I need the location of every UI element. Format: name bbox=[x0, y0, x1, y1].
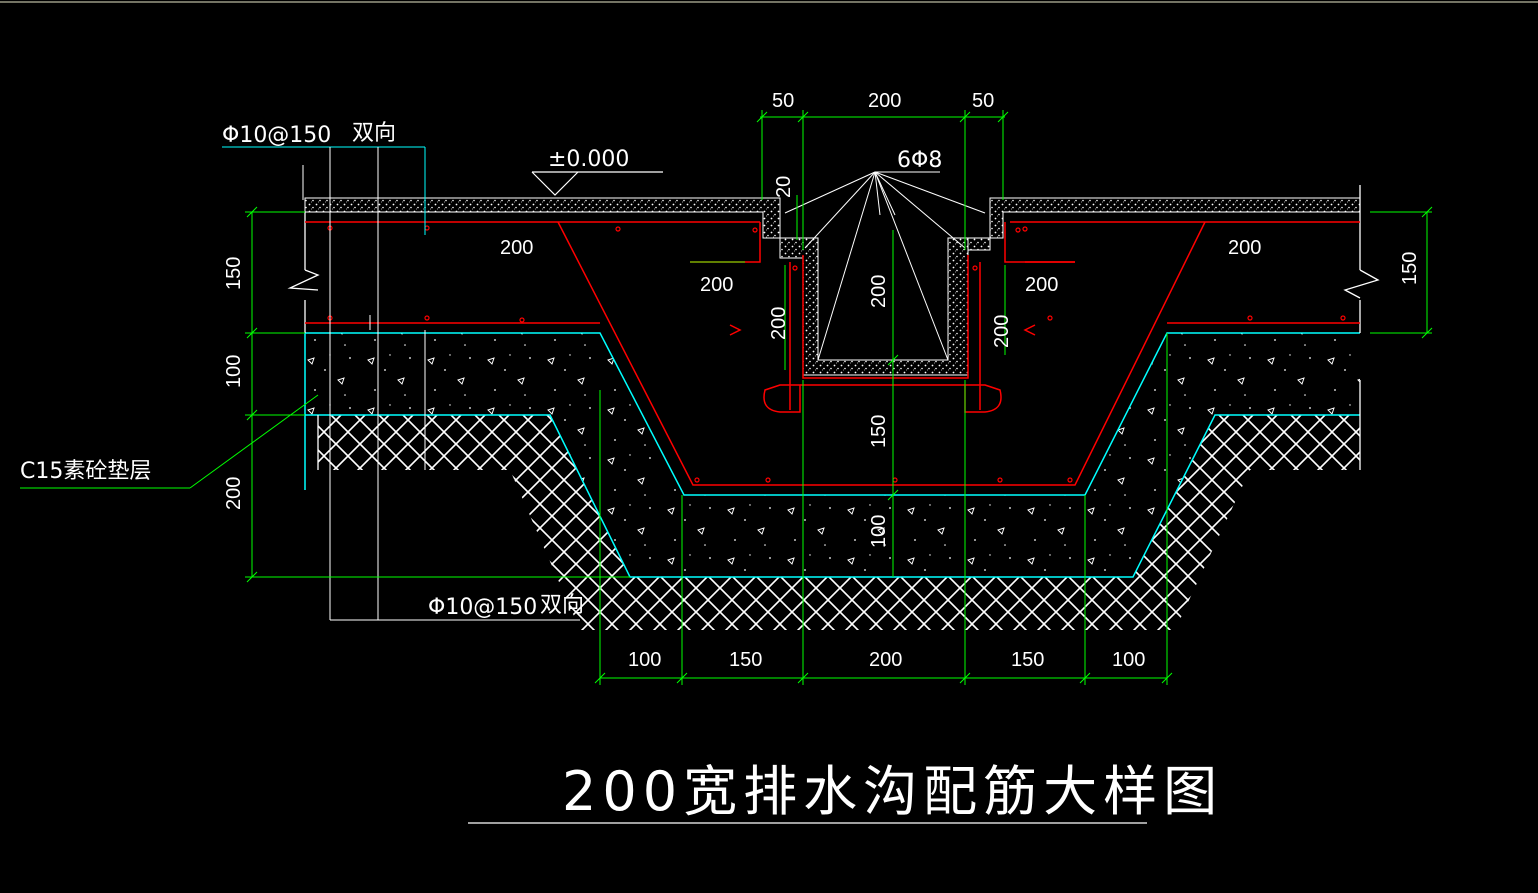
rebar-leader-bottom bbox=[330, 330, 580, 621]
dim-bottom-200: 200 bbox=[869, 649, 902, 671]
concrete-cushion bbox=[305, 333, 1360, 577]
dim-inner-200: 200 bbox=[868, 275, 890, 308]
dim-ledge-200-left: 200 bbox=[700, 274, 733, 296]
cushion-layer-label: C15素砼垫层 bbox=[20, 459, 151, 484]
dim-right-150: 150 bbox=[1399, 252, 1421, 285]
dim-bottom-150-right: 150 bbox=[1011, 649, 1044, 671]
cushion-leader bbox=[20, 394, 319, 489]
dim-ledge-200-right: 200 bbox=[1025, 274, 1058, 296]
slab-finish-layer bbox=[304, 197, 1361, 251]
dim-center-100: 100 bbox=[868, 515, 890, 548]
soil-hatch bbox=[318, 415, 1360, 630]
rebar-direction-bottom: 双向 bbox=[540, 593, 584, 618]
dim-top-200: 200 bbox=[868, 90, 901, 112]
channel-rebar-label: 6Φ8 bbox=[897, 148, 942, 173]
elevation-label: ±0.000 bbox=[548, 147, 629, 172]
rebar-label-top-left: Φ10@150 bbox=[222, 123, 331, 148]
drawing-title: 200宽排水沟配筋大样图 bbox=[562, 760, 1223, 823]
dim-wall-200-left: 200 bbox=[768, 307, 790, 340]
dim-left-100: 100 bbox=[223, 355, 245, 388]
dim-slab-200-left: 200 bbox=[500, 237, 533, 259]
rebar-leader-top bbox=[222, 146, 426, 620]
rebar-direction-top: 双向 bbox=[352, 121, 396, 146]
dim-wall-200-right: 200 bbox=[991, 315, 1013, 348]
dim-left-200: 200 bbox=[223, 477, 245, 510]
dim-left-150: 150 bbox=[223, 257, 245, 290]
elevation-marker bbox=[531, 171, 663, 196]
dim-bottom-100-right: 100 bbox=[1112, 649, 1145, 671]
dim-slab-200-right: 200 bbox=[1228, 237, 1261, 259]
slab-outline bbox=[287, 185, 1380, 470]
dim-bottom-150-left: 150 bbox=[729, 649, 762, 671]
cushion-outline bbox=[304, 332, 1360, 578]
rebar-label-bottom: Φ10@150 bbox=[428, 595, 537, 620]
channel-lining bbox=[779, 237, 969, 376]
dim-top-50-right: 50 bbox=[972, 90, 994, 112]
dim-bottom-100-left: 100 bbox=[628, 649, 661, 671]
dim-top-50-left: 50 bbox=[772, 90, 794, 112]
dim-20: 20 bbox=[773, 176, 795, 198]
rebar-leader-6phi8 bbox=[784, 171, 986, 361]
dim-center-150: 150 bbox=[868, 415, 890, 448]
dimension-lines bbox=[245, 110, 1433, 685]
